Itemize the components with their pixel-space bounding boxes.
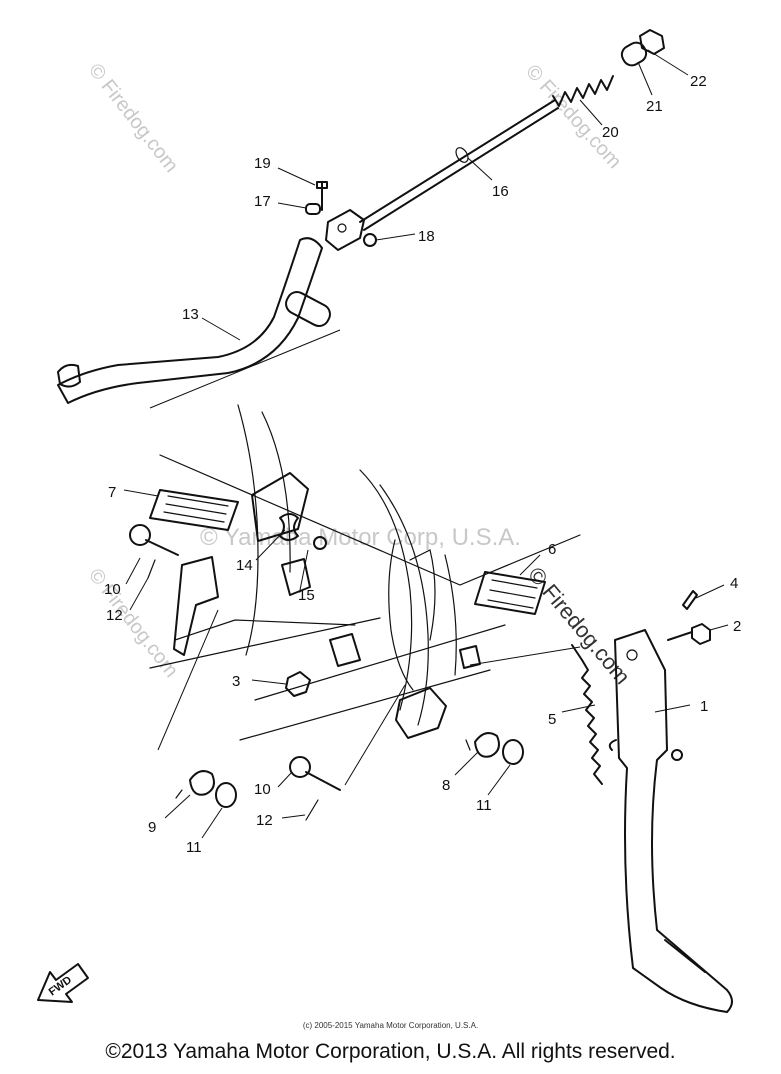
sidestand-spring-left (175, 770, 215, 799)
callout-leaders (123, 49, 729, 839)
rod-pin (620, 41, 648, 67)
callout-10b: 10 (254, 781, 271, 798)
callout-17: 17 (254, 193, 271, 210)
callout-20: 20 (602, 124, 619, 141)
callout-12a: 12 (106, 607, 123, 624)
callout-2: 2 (733, 618, 741, 635)
sidestand-cotter-pin (682, 590, 698, 610)
callout-21: 21 (646, 98, 663, 115)
callout-8: 8 (442, 777, 450, 794)
callout-5: 5 (548, 711, 556, 728)
callout-4: 4 (730, 575, 738, 592)
leader-left (157, 609, 219, 751)
washer-left (215, 782, 237, 808)
footrest-pin-upper (129, 524, 179, 579)
callout-9: 9 (148, 819, 156, 836)
callout-14: 14 (236, 557, 253, 574)
left-footrest (149, 472, 309, 542)
footrest-spring-left (279, 513, 327, 550)
callout-19: 19 (254, 155, 271, 172)
sidestand (614, 629, 733, 1013)
sidestand-spring (571, 644, 617, 785)
footrest-bracket (173, 556, 311, 656)
rod-clevis (305, 181, 377, 251)
callout-18: 18 (418, 228, 435, 245)
washer-right (502, 739, 524, 765)
leader-center (344, 684, 406, 786)
copyright-small: (c) 2005-2015 Yamaha Motor Corporation, … (302, 1021, 479, 1030)
right-footrest (474, 571, 546, 615)
footrest-pin-lower (289, 756, 341, 821)
watermark-top-right: © Firedog.com (521, 61, 625, 173)
watermark-top-left: © Firedog.com (84, 60, 182, 177)
adjust-nut (639, 29, 665, 55)
frame-bracket-lower (329, 633, 481, 739)
callout-1: 1 (700, 698, 708, 715)
callout-6: 6 (548, 541, 556, 558)
callout-10a: 10 (104, 581, 121, 598)
callout-13: 13 (182, 306, 199, 323)
watermark-center: © Yamaha Motor Corp, U.S.A. (200, 524, 521, 551)
callout-3: 3 (232, 673, 240, 690)
copyright-notice: ©2013 Yamaha Motor Corporation, U.S.A. A… (105, 1040, 676, 1063)
callout-22: 22 (690, 73, 707, 90)
callout-15: 15 (298, 587, 315, 604)
brake-rod-spring (552, 75, 614, 107)
callout-7: 7 (108, 484, 116, 501)
callout-16: 16 (492, 183, 509, 200)
sidestand-bolt (667, 623, 711, 645)
callout-11b: 11 (186, 839, 202, 856)
center-bolt-3 (285, 671, 311, 697)
forward-label: FWD (47, 974, 74, 998)
brake-rod (359, 99, 559, 231)
frame (149, 404, 581, 741)
callout-11a: 11 (476, 797, 492, 814)
forward-arrow: FWD (37, 963, 89, 1003)
callout-12b: 12 (256, 812, 273, 829)
leader-right (469, 646, 581, 666)
sidestand-spring-right (465, 732, 500, 758)
brake-pedal (57, 237, 341, 409)
